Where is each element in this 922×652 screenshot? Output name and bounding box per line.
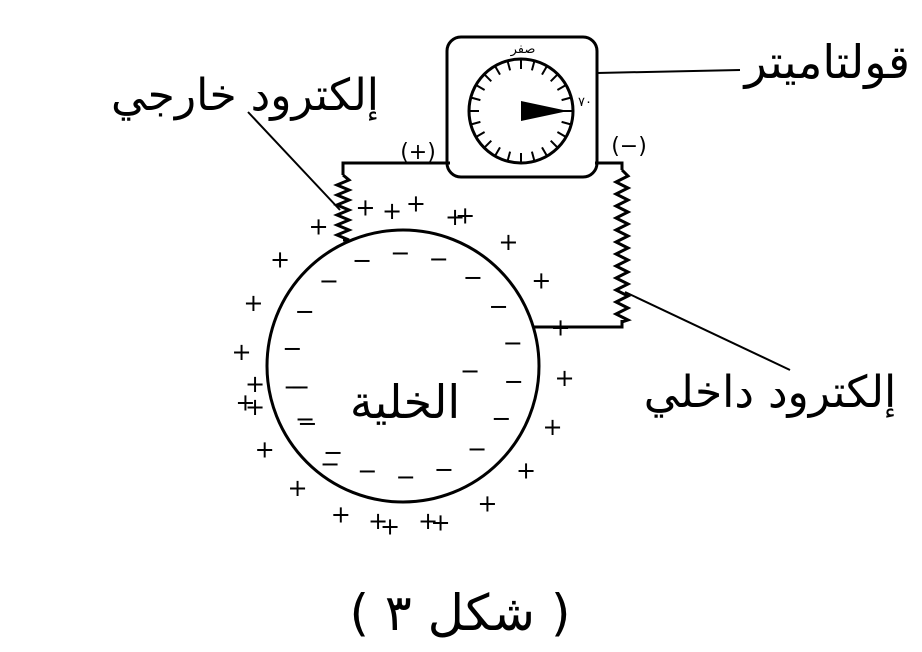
dial-tick xyxy=(541,146,548,157)
voltmeter-label: قولتاميتر xyxy=(743,35,910,90)
inner-electrode xyxy=(612,168,632,324)
inside-negative-charges: −−−−−−−−−−−−−−−−−−−−−− xyxy=(282,239,524,491)
negative-charge: − xyxy=(295,297,315,325)
positive-charge: + xyxy=(368,507,388,535)
negative-terminal-label: (−) xyxy=(611,134,647,159)
dial-tick xyxy=(549,139,559,149)
positive-charge: + xyxy=(231,338,251,366)
dial-tick xyxy=(549,73,559,83)
negative-charge: − xyxy=(467,435,487,463)
negative-charge: − xyxy=(460,357,480,385)
dial-tick xyxy=(475,84,486,91)
voltmeter: صفر ٧٠ xyxy=(445,35,599,179)
negative-charge: − xyxy=(489,293,509,321)
dial-tick xyxy=(556,131,567,138)
negative-charge: − xyxy=(396,463,416,491)
positive-charge: + xyxy=(331,501,351,529)
negative-charge: − xyxy=(319,267,339,295)
negative-charge: − xyxy=(297,409,317,437)
positive-charge: + xyxy=(309,213,329,241)
dial-tick xyxy=(506,60,512,71)
cell-label: الخلية xyxy=(350,375,460,429)
inner-electrode-label: إلكترود داخلي xyxy=(644,367,897,418)
positive-charge: + xyxy=(245,393,265,421)
positive-charge: + xyxy=(355,193,375,221)
positive-charge: + xyxy=(270,246,290,274)
dial-tick xyxy=(561,120,572,126)
negative-charge: − xyxy=(320,450,340,478)
positive-charge: + xyxy=(406,190,426,218)
dial-tick xyxy=(506,151,512,162)
negative-charge: − xyxy=(323,439,343,467)
dial-tick xyxy=(483,73,493,83)
positive-charge: + xyxy=(531,267,551,295)
positive-charge: + xyxy=(516,456,536,484)
dial-tick xyxy=(470,96,481,102)
outside-positive-charges: ++++++++++++++++++++++++++ xyxy=(231,190,574,541)
negative-wire-bottom xyxy=(512,320,624,329)
positive-charge: + xyxy=(551,313,571,341)
negative-charge: − xyxy=(390,239,410,267)
outer-electrode xyxy=(333,173,353,242)
dial-tick xyxy=(475,131,486,138)
positive-charge: + xyxy=(477,489,497,517)
dial-reading-label: ٧٠ xyxy=(578,95,592,110)
dial-zero-label: صفر xyxy=(510,42,536,57)
negative-charge: − xyxy=(282,334,302,362)
negative-charge: − xyxy=(504,368,524,396)
dial-tick xyxy=(561,96,572,102)
positive-charge: + xyxy=(235,389,255,417)
negative-charge: − xyxy=(503,329,523,357)
dial-tick xyxy=(530,151,536,162)
negative-wire-top xyxy=(595,161,624,170)
dial-tick xyxy=(494,146,501,157)
positive-wire xyxy=(341,161,450,175)
dial-tick xyxy=(494,65,501,76)
voltmeter-leader-line xyxy=(596,69,741,74)
positive-charge: + xyxy=(380,513,400,541)
positive-charge: + xyxy=(543,413,563,441)
negative-charge: − xyxy=(290,373,310,401)
positive-charge: + xyxy=(455,201,475,229)
cell-membrane xyxy=(265,228,541,504)
dial-tick xyxy=(530,60,536,71)
positive-charge: + xyxy=(554,364,574,392)
negative-charge: − xyxy=(352,247,372,275)
positive-charge: + xyxy=(418,507,438,535)
dial-tick xyxy=(470,120,481,126)
positive-charge: + xyxy=(255,435,275,463)
outer-electrode-leader-line xyxy=(247,111,341,211)
inner-electrode-leader-line xyxy=(624,291,791,371)
dial-tick xyxy=(541,65,548,76)
dial-tick xyxy=(556,84,567,91)
positive-charge: + xyxy=(288,474,308,502)
negative-charge: − xyxy=(434,455,454,483)
positive-charge: + xyxy=(498,228,518,256)
negative-charge: − xyxy=(295,405,315,433)
negative-charge: − xyxy=(283,373,303,401)
positive-terminal-label: (+) xyxy=(400,140,436,165)
negative-charge: − xyxy=(357,457,377,485)
positive-charge: + xyxy=(243,289,263,317)
dial-tick xyxy=(483,139,493,149)
figure-caption: ( شكل ٣ ) xyxy=(350,584,571,642)
voltmeter-needle xyxy=(521,101,568,121)
outer-electrode-label: إلكترود خارجي xyxy=(111,70,379,121)
positive-charge: + xyxy=(382,197,402,225)
dial-ticks xyxy=(469,59,573,163)
positive-charge: + xyxy=(245,370,265,398)
positive-charge: + xyxy=(445,203,465,231)
positive-charge: + xyxy=(431,509,451,537)
negative-charge: − xyxy=(463,264,483,292)
negative-charge: − xyxy=(491,405,511,433)
negative-charge: − xyxy=(429,245,449,273)
